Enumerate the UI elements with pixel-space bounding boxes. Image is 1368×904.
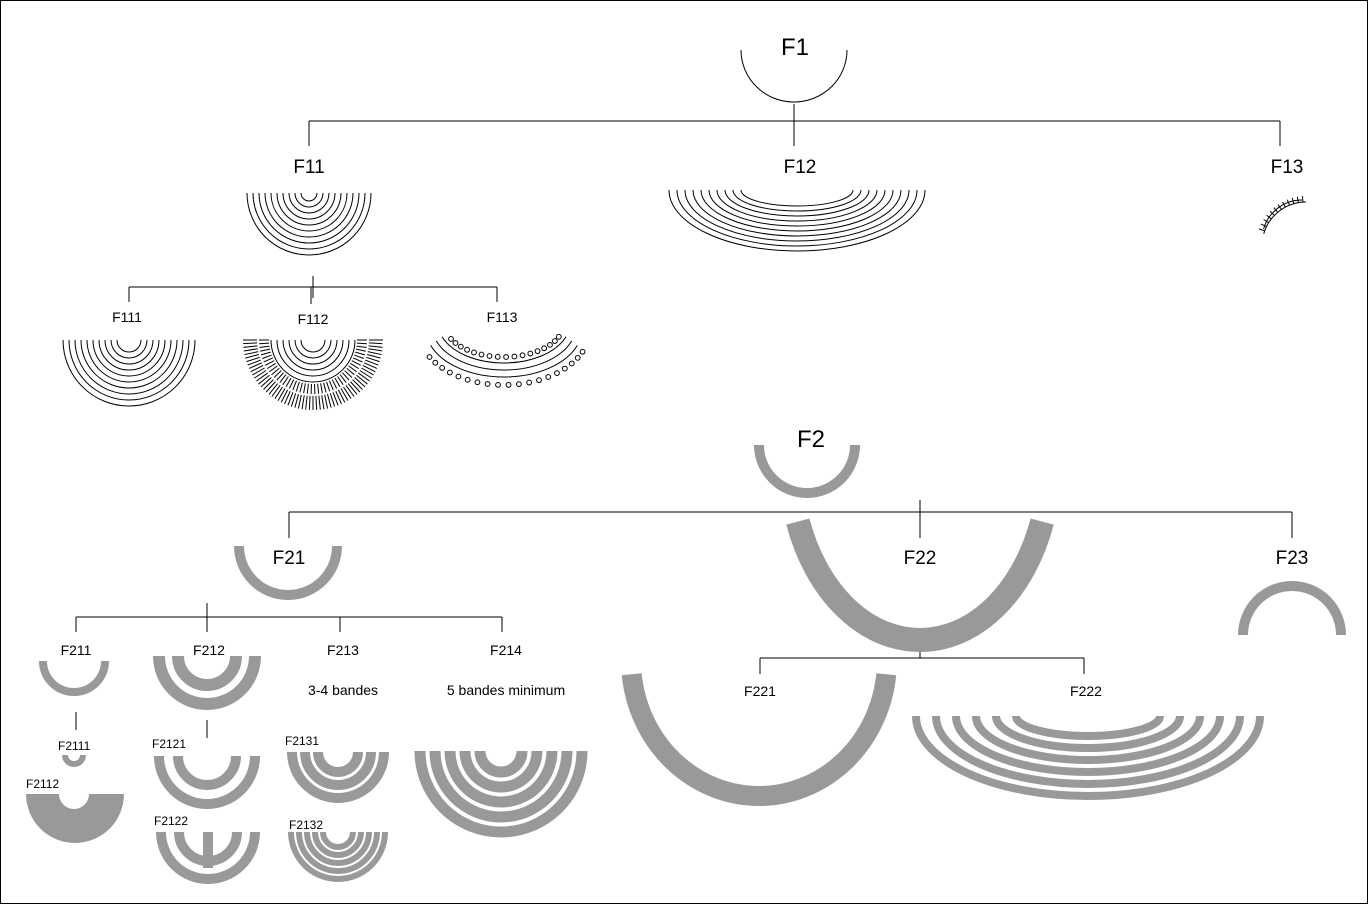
tree-connectors bbox=[75, 104, 1293, 738]
shape-f2 bbox=[754, 444, 860, 498]
shape-f11 bbox=[246, 192, 372, 256]
label-f2121: F2121 bbox=[152, 737, 187, 751]
label-f213: F213 bbox=[327, 642, 359, 658]
shape-f113 bbox=[426, 333, 586, 388]
label-f211: F211 bbox=[60, 642, 92, 658]
shape-f23 bbox=[1238, 581, 1346, 636]
label-f21: F21 bbox=[272, 548, 306, 569]
label-f2122: F2122 bbox=[154, 814, 189, 828]
label-f2131: F2131 bbox=[285, 734, 320, 748]
label-f2132: F2132 bbox=[289, 818, 324, 832]
shape-f212 bbox=[153, 655, 261, 710]
shape-f211 bbox=[39, 660, 109, 696]
note-f213: 3-4 bandes bbox=[307, 682, 379, 698]
shape-f112 bbox=[243, 339, 383, 410]
shape-f22 bbox=[786, 518, 1054, 652]
shape-f1 bbox=[740, 49, 848, 103]
label-f2111: F2111 bbox=[58, 739, 91, 753]
shape-f2111 bbox=[62, 754, 86, 767]
shape-f2121 bbox=[154, 755, 260, 809]
shape-f221 bbox=[621, 673, 897, 807]
label-f212: F212 bbox=[193, 642, 225, 658]
shape-f13 bbox=[1258, 196, 1307, 235]
label-f12: F12 bbox=[783, 157, 817, 178]
label-f11: F11 bbox=[293, 157, 325, 178]
shape-f214 bbox=[414, 750, 588, 838]
shape-f12 bbox=[668, 189, 926, 252]
label-f22: F22 bbox=[903, 548, 937, 569]
label-f112: F112 bbox=[297, 311, 329, 327]
label-f2: F2 bbox=[796, 426, 826, 453]
shape-f2132 bbox=[288, 831, 388, 882]
label-f1: F1 bbox=[780, 34, 810, 61]
shape-f111 bbox=[62, 339, 196, 407]
shape-f222 bbox=[912, 715, 1264, 800]
label-f113: F113 bbox=[486, 309, 518, 325]
label-f23: F23 bbox=[1275, 548, 1309, 569]
label-f111: F111 bbox=[112, 309, 142, 325]
label-f222: F222 bbox=[1070, 683, 1102, 699]
label-f13: F13 bbox=[1270, 157, 1304, 178]
shape-f2131 bbox=[287, 751, 389, 803]
label-f214: F214 bbox=[490, 642, 522, 658]
shape-f2122 bbox=[156, 831, 260, 884]
shape-f2112 bbox=[26, 794, 124, 843]
shape-f21 bbox=[234, 545, 342, 600]
note-f214: 5 bandes minimum bbox=[446, 682, 566, 698]
label-f221: F221 bbox=[744, 683, 776, 699]
label-f2112: F2112 bbox=[26, 777, 60, 791]
